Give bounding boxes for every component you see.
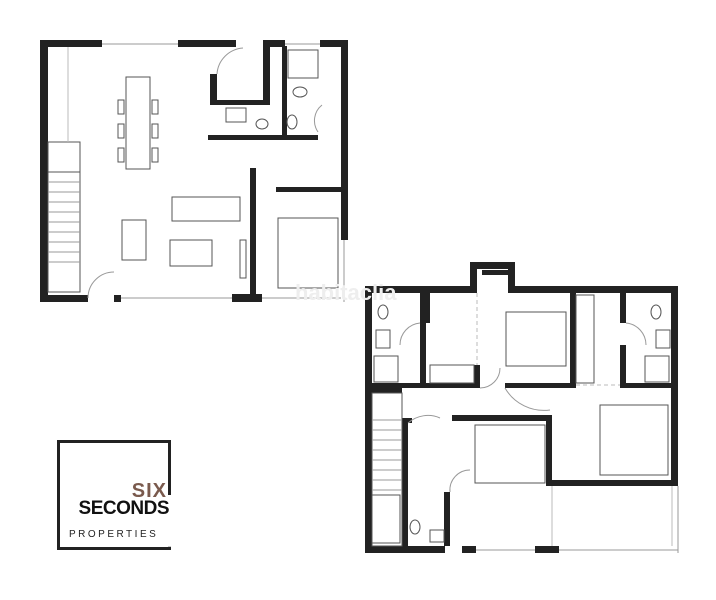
watermark: habitaclia [295, 280, 397, 305]
six-seconds-logo: SIX SECONDS PROPERTIES [57, 440, 171, 550]
ground-floor-plan [40, 40, 348, 302]
logo-seconds: SECONDS [78, 498, 170, 519]
upper-floor-plan [365, 262, 679, 553]
logo-frame [57, 440, 171, 550]
logo-properties: PROPERTIES [69, 529, 159, 540]
logo-six: SIX [131, 480, 167, 502]
